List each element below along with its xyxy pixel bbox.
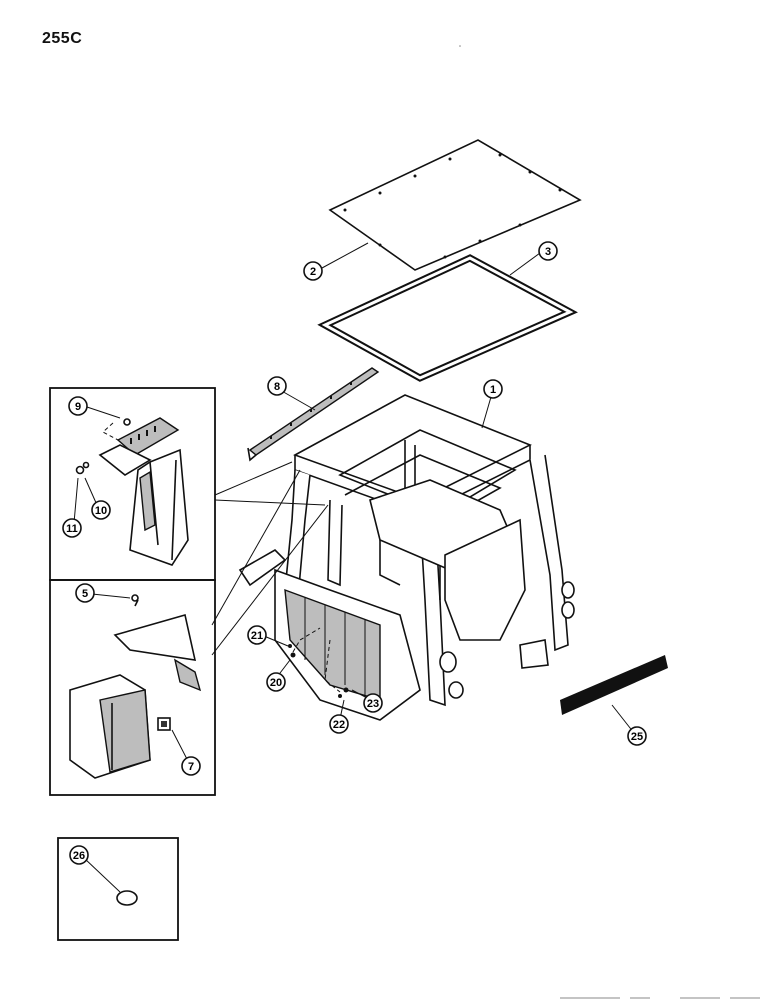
svg-text:25: 25 <box>631 731 643 743</box>
page-label: 255C <box>42 30 83 47</box>
cab-frame <box>238 394 575 721</box>
callout-1: 1 <box>483 379 503 399</box>
svg-text:3: 3 <box>545 246 551 258</box>
callout-22: 22 <box>329 714 349 734</box>
callout-23: 23 <box>363 693 383 713</box>
scan-marks <box>459 45 760 999</box>
inset-connectors <box>211 461 329 656</box>
roof-panel <box>328 139 582 271</box>
svg-text:21: 21 <box>251 630 263 642</box>
callout-26: 26 <box>69 845 89 865</box>
callout-10: 10 <box>91 500 111 520</box>
fasteners-20-23 <box>288 627 349 698</box>
svg-text:1: 1 <box>490 384 496 396</box>
svg-text:2: 2 <box>310 266 316 278</box>
svg-text:26: 26 <box>73 850 85 862</box>
callout-bubbles: 1 2 3 5 7 8 9 10 11 20 21 22 23 25 26 <box>62 241 647 865</box>
svg-text:10: 10 <box>95 505 107 517</box>
detail-box-upper <box>49 387 216 581</box>
callout-21: 21 <box>247 625 267 645</box>
detail-box-26 <box>57 837 179 941</box>
callout-20: 20 <box>266 672 286 692</box>
callout-25: 25 <box>627 726 647 746</box>
side-channel <box>247 367 380 462</box>
svg-text:5: 5 <box>82 588 88 600</box>
callout-9: 9 <box>68 396 88 416</box>
svg-text:7: 7 <box>188 761 194 773</box>
callout-11: 11 <box>62 518 82 538</box>
callout-8: 8 <box>267 376 287 396</box>
svg-text:20: 20 <box>270 677 282 689</box>
svg-text:23: 23 <box>367 698 379 710</box>
svg-text:22: 22 <box>333 719 345 731</box>
callout-2: 2 <box>303 261 323 281</box>
detail-box-lower <box>49 579 216 796</box>
svg-text:11: 11 <box>66 523 78 535</box>
roof-gasket <box>317 254 578 382</box>
callout-7: 7 <box>181 756 201 776</box>
trim-strip <box>560 655 668 715</box>
callout-leaders <box>73 242 635 893</box>
svg-text:9: 9 <box>75 401 81 413</box>
svg-text:8: 8 <box>274 381 280 393</box>
callout-5: 5 <box>75 583 95 603</box>
callout-3: 3 <box>538 241 558 261</box>
